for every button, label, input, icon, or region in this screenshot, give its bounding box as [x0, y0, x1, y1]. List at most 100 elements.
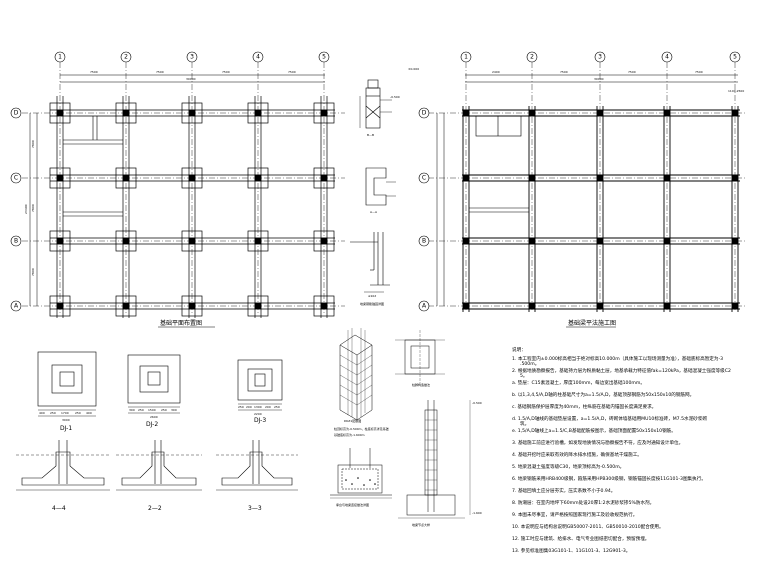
note-line: 8. 防潮层：在室内地坪下60mm处设20厚1:2水泥砂浆掺5%防水剂。	[512, 499, 654, 506]
notes-heading: 说明：	[512, 346, 526, 353]
column-mark	[732, 238, 738, 244]
anchor-dim: ≥10d	[368, 294, 376, 298]
dj1-dim-b: 250	[50, 411, 56, 415]
column-stub	[122, 109, 130, 117]
right-plan-dims: ±0.000 2400 7500 7500 7500 30000 1100,25…	[408, 67, 744, 93]
dj3-title: DJ-3	[254, 417, 266, 424]
note-line: 13. 参见标准图集03G101-1、11G101-3、12G901-3。	[512, 547, 630, 554]
raxis-1-label: 1	[464, 54, 468, 61]
foundation-plan	[22, 62, 345, 318]
column-stub	[122, 174, 130, 182]
column-stub	[188, 174, 196, 182]
column-stub	[56, 109, 64, 117]
column-mark	[463, 110, 469, 116]
dj2-dims: 300 250 1500 250 300 2600	[129, 408, 177, 419]
footing-outline	[49, 230, 71, 252]
dj2-dim-b: 250	[138, 408, 144, 412]
dj1-dims: 400 250 1700 250 400 3000	[39, 411, 92, 422]
note-line: b. 以1,3,4,5/A,D轴的柱基础尺寸为a=1.5/A,D，基础顶部钢筋为…	[512, 391, 694, 398]
node-elev-2: -1.600	[472, 511, 482, 515]
column-stub	[188, 302, 196, 310]
column-stub	[320, 109, 328, 117]
column-stub	[188, 237, 196, 245]
dj3-dim-b: 200	[246, 405, 252, 409]
dj1-dim-e: 400	[86, 411, 92, 415]
column-mark	[463, 303, 469, 309]
node-detail-title: 柱脚构造做法	[412, 382, 430, 387]
section-22-title: 2—2	[148, 505, 162, 512]
section-aa-label: A—A	[370, 210, 378, 214]
axis-3-label: 3	[190, 54, 194, 61]
right-plan-title: 基础梁平法施工图	[568, 319, 616, 327]
elev-zero: ±0.000	[408, 67, 419, 71]
column-mark	[597, 303, 603, 309]
dj1-dim-a: 400	[39, 411, 45, 415]
column-mark	[664, 238, 670, 244]
dj2-dim-d: 250	[161, 408, 167, 412]
axis-2-label: 2	[124, 54, 128, 61]
note-line: 3. 基础施工前应进行验槽，如发现地质情况与勘察报告不符，应及时通知设计单位。	[512, 439, 683, 446]
raxis-C-label: C	[422, 175, 426, 182]
column-stub	[254, 237, 262, 245]
dj1-dim-d: 250	[75, 411, 81, 415]
footing-outline	[115, 295, 137, 317]
dj2-dim-e: 300	[171, 408, 177, 412]
column-mark	[463, 238, 469, 244]
section-33-title: 3—3	[248, 505, 262, 512]
footing-outline	[313, 295, 335, 317]
footing-outline	[247, 167, 269, 189]
dj1-title: DJ-1	[60, 425, 72, 432]
footing-outline	[49, 102, 71, 124]
footing-outline	[115, 167, 137, 189]
column-mark	[732, 303, 738, 309]
footing-dj1-plan	[37, 351, 97, 417]
note-line: 10. 本说明应与结构总说明GB50007-2011、GB50010-2010配…	[512, 523, 664, 530]
left-plan-title: 基础平面布置图	[160, 319, 202, 327]
footing-outline	[247, 102, 269, 124]
raxis-5-label: 5	[733, 54, 737, 61]
rdim-span-2: 7500	[560, 70, 568, 74]
note-line: 2. 根据地质勘察报告，基础持力层为粉质黏土层，地基承载力特征值fak=120k…	[512, 367, 731, 379]
dj2-total: 2600	[150, 415, 158, 419]
note-line: d. 1.5/A,D轴线的基础垫层设置，a=1.5/A,D，砖砌体墙基础用MU1…	[512, 415, 707, 427]
raxis-B-label: B	[422, 238, 426, 245]
axis-1-label: 1	[58, 54, 62, 61]
note-line: 1. 本工程室内±0.000标高相当于绝对标高10.000m（具体施工以现场测量…	[512, 355, 723, 367]
footing-outline	[313, 102, 335, 124]
note-line: 7. 基础回填土应分层夯实，压实系数不小于0.94。	[512, 487, 615, 494]
dim-bay-3: 7800	[31, 268, 35, 276]
column-mark	[664, 303, 670, 309]
dj3-dim-d: 200	[265, 405, 271, 409]
dim-span-3: 7500	[222, 70, 230, 74]
column-title: DKZ1配筋图	[344, 418, 361, 423]
section-aa	[365, 167, 396, 206]
raxis-4-label: 4	[665, 54, 669, 61]
node-title: 地梁节点大样	[412, 522, 430, 527]
dim-side-overall: 23400	[24, 204, 28, 214]
column-stub	[254, 109, 262, 117]
column-stub	[122, 237, 130, 245]
footing-outline	[247, 295, 269, 317]
elev-mark-1: -0.500	[390, 95, 400, 99]
axis-bubbles-right-side: D C B A	[418, 107, 430, 312]
column-stub	[56, 237, 64, 245]
dj3-dims: 250 200 1300 200 250 2200	[238, 405, 280, 416]
cushion-title: 承台与地梁连接做法详图	[336, 502, 369, 507]
note-line: 9. 本图未尽事宜，请严格按照国家现行施工及验收规范执行。	[512, 511, 637, 518]
footing-outline	[49, 295, 71, 317]
axis-bubbles-left-top: 1 2 3 4 5	[54, 51, 330, 63]
notes-block: 1. 本工程室内±0.000标高相当于绝对标高10.000m（具体施工以现场测量…	[512, 355, 731, 554]
raxis-2-label: 2	[530, 54, 534, 61]
section-22	[116, 440, 202, 491]
footing-outline	[115, 230, 137, 252]
dj1-dim-c: 1700	[61, 411, 69, 415]
dim-span-1: 7500	[90, 70, 98, 74]
raxis-A-label: A	[422, 303, 427, 310]
dim-span-2: 7500	[156, 70, 164, 74]
column-mark	[529, 175, 535, 181]
section-bb	[359, 79, 392, 129]
rdim-span-1: 2400	[492, 70, 500, 74]
column-iso	[339, 328, 373, 421]
note-line: c. 基础钢筋保护层厚度为40mm，柱纵筋在基础内锚固长度满足要求。	[512, 403, 656, 410]
